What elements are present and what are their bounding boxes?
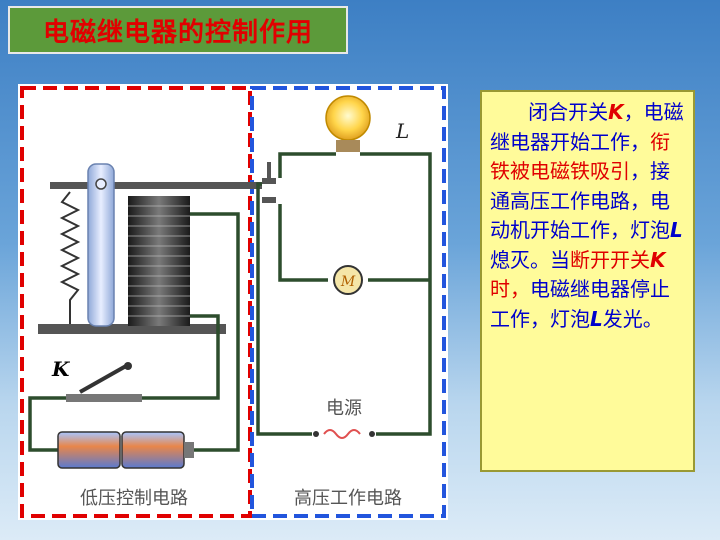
lamp-bulb-icon: [325, 95, 371, 141]
switch-lever: [79, 364, 127, 394]
text-segment: L: [590, 306, 603, 331]
source-label: 电源: [326, 398, 362, 419]
armature-lever: [50, 182, 262, 189]
text-segment: 断开开关: [570, 247, 650, 272]
spring-icon: [59, 191, 81, 324]
lamp-wire-left: [278, 152, 336, 178]
low-circuit-border: [20, 86, 252, 518]
low-circuit-label: 低压控制电路: [80, 488, 188, 509]
contact-lower: [262, 197, 276, 203]
lamp-base: [336, 140, 360, 152]
pivot-icon: [95, 178, 107, 190]
text-segment: L: [670, 218, 683, 242]
text-segment: K: [650, 247, 666, 272]
switch-base: [66, 394, 142, 402]
source-wire-left: [256, 182, 312, 436]
electromagnet-coil: [128, 196, 190, 326]
text-segment: 电磁继电器停止工作，灯泡: [490, 277, 670, 331]
text-segment: 时，: [490, 277, 530, 301]
coil-windings-icon: [128, 205, 190, 317]
switch-wire-coil: [142, 314, 220, 400]
text-segment: ，接通高压工作电路，电动机开始工作，灯泡: [490, 159, 670, 242]
battery-1: [57, 431, 121, 469]
high-circuit-border: [250, 86, 446, 518]
explanation-box: 闭合开关K，电磁继电器开始工作，衔铁被电磁铁吸引，接通高压工作电路，电动机开始工…: [480, 90, 695, 472]
battery-2: [121, 431, 185, 469]
battery-terminal: [184, 442, 194, 458]
text-segment: 熄灭。当: [490, 247, 570, 272]
text-segment: 闭合开关: [528, 100, 609, 124]
contact-upper: [262, 178, 276, 184]
relay-circuit-svg: K 低压控制电路 L M 电源: [20, 86, 446, 518]
text-segment: K: [608, 100, 624, 124]
text-segment: 衔铁被电磁铁吸引: [490, 129, 670, 184]
relay-diagram: K 低压控制电路 L M 电源: [18, 84, 448, 520]
switch-label: K: [51, 357, 71, 381]
relay-base: [38, 324, 226, 334]
high-circuit-label: 高压工作电路: [294, 488, 402, 509]
page-title: 电磁继电器的控制作用: [42, 17, 313, 48]
coil-wire-right: [190, 212, 240, 452]
switch-wire-left: [28, 396, 66, 452]
explanation-text: 闭合开关K，电磁继电器开始工作，衔铁被电磁铁吸引，接通高压工作电路，电动机开始工…: [490, 98, 687, 334]
text-segment: 发光。: [602, 306, 663, 331]
lamp-wire-right: [360, 152, 432, 436]
text-segment: ，电磁继电器开始工作，: [490, 100, 684, 154]
pivot-pole: [87, 163, 115, 327]
title-banner: 电磁继电器的控制作用: [8, 6, 348, 54]
motor-wire-left: [278, 204, 328, 282]
motor-label: M: [340, 274, 356, 290]
ac-source-icon: [323, 429, 361, 439]
lamp-label: L: [395, 119, 409, 143]
motor-icon: [333, 265, 363, 295]
